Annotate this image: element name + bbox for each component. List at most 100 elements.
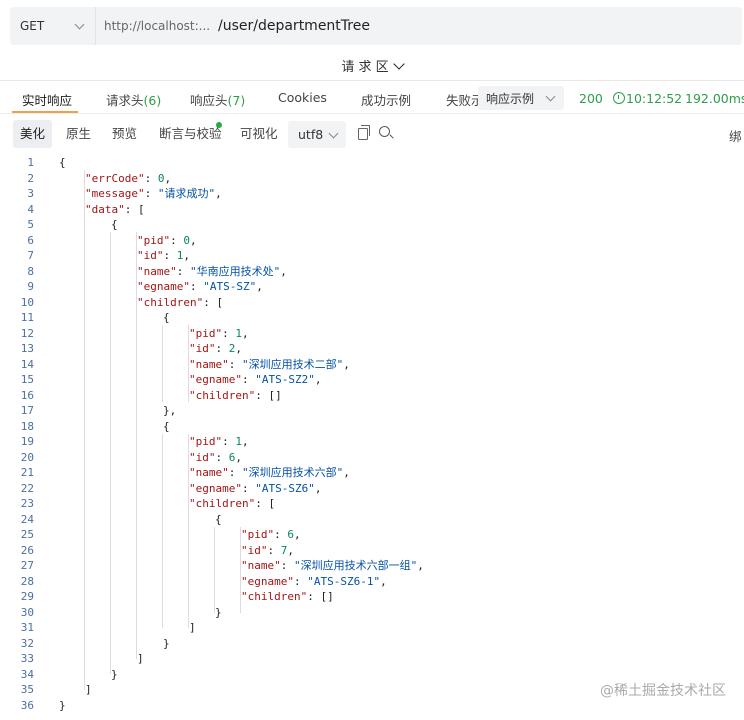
url-bar: GET http://localhost:... /user/departmen… — [10, 7, 742, 45]
line-number: 31 — [20, 621, 34, 634]
chevron-down-icon — [545, 91, 556, 102]
line-number: 12 — [20, 326, 34, 340]
line-number: 4 — [27, 202, 34, 216]
line-number: 1 — [27, 156, 34, 169]
view-tab-assertions[interactable]: 断言与校验 — [159, 126, 222, 141]
code-line: 32} — [0, 636, 744, 652]
line-number: 34 — [20, 667, 34, 681]
code-line: 14"name": "深圳应用技术二部", — [0, 357, 744, 373]
code-line: 16"children": [] — [0, 388, 744, 404]
path-input[interactable]: /user/departmentTree — [218, 18, 370, 34]
tab-cookies[interactable]: Cookies — [278, 90, 327, 105]
request-area-toggle[interactable]: 请 求 区 — [0, 56, 744, 75]
line-number: 20 — [20, 450, 34, 464]
indent-guide — [188, 434, 189, 628]
active-tab-indicator — [12, 111, 78, 113]
code-line: 26"id": 7, — [0, 543, 744, 559]
view-tab-visualize[interactable]: 可视化 — [240, 126, 278, 141]
code-line: 22"egname": "ATS-SZ6", — [0, 481, 744, 497]
code-line: 34} — [0, 667, 744, 683]
code-line: 6"pid": 0, — [0, 233, 744, 249]
code-text: "id": 7, — [241, 543, 294, 557]
indent-guide — [214, 527, 215, 613]
tab-realtime-response[interactable]: 实时响应 — [22, 93, 73, 108]
line-number: 9 — [27, 280, 34, 293]
request-area-label: 请 求 区 — [341, 60, 389, 75]
encoding-label: utf8 — [298, 127, 324, 142]
code-line: 3"message": "请求成功", — [0, 186, 744, 202]
line-number: 32 — [20, 636, 34, 650]
view-tab-raw[interactable]: 原生 — [66, 126, 92, 141]
code-text: "name": "华南应用技术处", — [137, 264, 287, 278]
line-number: 13 — [20, 342, 34, 355]
code-text: "id": 1, — [137, 249, 190, 262]
code-line: 1{ — [0, 155, 744, 171]
line-number: 25 — [20, 528, 34, 541]
code-line: 9 "egname": "ATS-SZ", — [0, 279, 744, 295]
code-line: 5{ — [0, 217, 744, 233]
chevron-down-icon — [392, 58, 405, 70]
code-line: 27"name": "深圳应用技术六部一组", — [0, 558, 744, 574]
indent-guide — [162, 434, 163, 628]
code-line: 11{ — [0, 310, 744, 326]
code-text: "children": [] — [241, 590, 334, 603]
line-number: 36 — [20, 698, 34, 712]
code-text: "errCode": 0, — [85, 171, 172, 185]
code-text: "children": [ — [189, 497, 276, 510]
method-select[interactable]: GET — [10, 7, 96, 45]
chevron-down-icon — [74, 19, 85, 30]
code-text: "name": "深圳应用技术六部", — [189, 466, 350, 479]
tab-failure-example[interactable]: 失败示 — [446, 93, 484, 108]
code-text: "egname": "ATS-SZ6", — [189, 481, 322, 495]
view-tab-preview[interactable]: 预览 — [112, 126, 138, 141]
code-line: 7"id": 1, — [0, 248, 744, 264]
code-text: "egname": "ATS-SZ", — [137, 280, 263, 293]
tab-request-headers[interactable]: 请求头(6) — [106, 93, 162, 108]
code-text: } — [163, 636, 170, 650]
code-line: 10"children": [ — [0, 295, 744, 311]
divider — [0, 80, 744, 81]
code-text: { — [111, 218, 118, 231]
code-line: 36} — [0, 698, 744, 714]
indent-guide — [136, 232, 137, 659]
response-time: 10:12:52 — [613, 91, 682, 106]
code-text: ] — [137, 652, 144, 665]
clock-icon — [613, 92, 625, 104]
wrap-toggle[interactable]: 绑 — [729, 129, 742, 144]
code-line: 25"pid": 6, — [0, 527, 744, 543]
watermark: @稀土掘金技术社区 — [600, 683, 726, 699]
code-text: "id": 2, — [189, 342, 242, 355]
line-number: 15 — [20, 373, 34, 386]
code-text: "name": "深圳应用技术六部一组", — [241, 559, 424, 572]
code-text: ] — [189, 621, 196, 634]
code-line: 18{ — [0, 419, 744, 435]
code-text: "name": "深圳应用技术二部", — [189, 357, 350, 371]
code-line: 33] — [0, 651, 744, 667]
code-text: ] — [85, 683, 92, 696]
view-tab-pretty[interactable]: 美化 — [13, 120, 53, 148]
code-line: 24{ — [0, 512, 744, 528]
indent-guide — [188, 325, 189, 402]
line-number: 17 — [20, 404, 34, 417]
response-tabs: 实时响应 请求头(6) 响应头(7) Cookies 成功示例 失败示 — [0, 80, 744, 113]
code-text: "egname": "ATS-SZ6-1", — [241, 574, 387, 588]
example-select[interactable]: 响应示例 — [478, 86, 564, 110]
code-text: { — [163, 311, 170, 324]
code-text: } — [215, 605, 222, 619]
indent-guide — [110, 232, 111, 674]
code-text: "pid": 1, — [189, 326, 249, 340]
code-line: 17}, — [0, 403, 744, 419]
code-text: }, — [163, 404, 177, 417]
tab-response-headers[interactable]: 响应头(7) — [190, 93, 246, 108]
line-number: 29 — [20, 590, 34, 603]
code-text: } — [59, 698, 66, 712]
line-number: 30 — [20, 605, 34, 619]
host-input[interactable]: http://localhost:... — [104, 19, 211, 33]
code-line: 30} — [0, 605, 744, 621]
encoding-select[interactable]: utf8 — [288, 121, 346, 148]
chevron-down-icon — [328, 128, 339, 138]
line-number: 33 — [20, 652, 34, 665]
tab-success-example[interactable]: 成功示例 — [361, 93, 412, 108]
line-number: 24 — [20, 512, 34, 526]
divider — [0, 113, 744, 114]
